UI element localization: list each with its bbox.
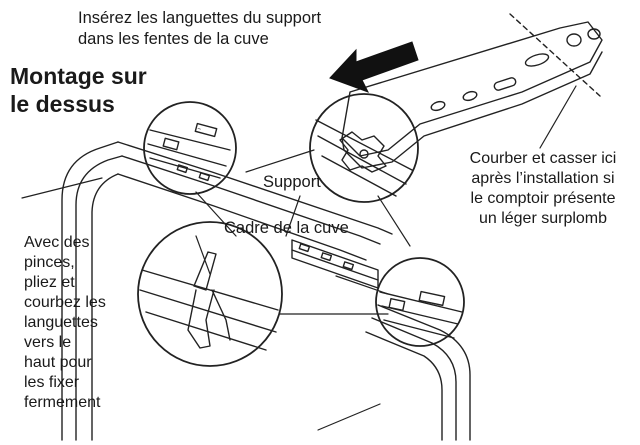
bracket-hole-1 — [430, 100, 446, 112]
zoom-circle-pliers — [137, 221, 283, 367]
instruction-line-1: Insérez les languettes du support — [78, 9, 322, 27]
note-break-here: Courber et casser ici après l’installatio… — [448, 149, 638, 229]
bracket-hole-2 — [462, 90, 478, 102]
note-left-line-3: pliez et — [24, 274, 75, 291]
note-left-line-5: languettes — [24, 314, 98, 331]
label-cadre: Cadre de la cuve — [224, 219, 349, 237]
zoom-circle-tag — [375, 257, 465, 347]
bracket-slot-2 — [524, 53, 550, 67]
instruction-text: Insérez les languettes du support dans le… — [78, 8, 408, 50]
note-left-line-2: pinces, — [24, 254, 75, 271]
note-pliers: Avec des pinces, pliez et courbez les langue… — [24, 233, 164, 413]
sink-rim-left — [61, 141, 119, 441]
bracket-slot — [493, 77, 517, 91]
pliers-tab — [193, 251, 217, 291]
insert-direction-arrow — [329, 41, 419, 93]
note-left-line-6: vers le — [24, 334, 72, 351]
leader-break — [539, 85, 577, 149]
zoom-circle-slot — [143, 101, 237, 195]
sink-rim-right-inner — [371, 317, 457, 441]
label-support: Support — [263, 173, 321, 191]
note-left-line-8: les fixer — [24, 374, 80, 391]
frame-rail-top — [117, 141, 393, 235]
note-right-line-4: un léger surplomb — [478, 210, 608, 227]
bracket-hole-3 — [566, 33, 582, 47]
note-right-line-2: après l’installation si — [471, 170, 615, 187]
sink-rim-right-inner2 — [365, 331, 443, 441]
connector-lines — [195, 149, 411, 315]
sink-rim-right — [377, 304, 471, 441]
title-line-2: le dessus — [10, 91, 115, 117]
leader-left — [21, 177, 103, 199]
support-clip-shape — [339, 131, 387, 173]
support-bracket-outline — [341, 21, 603, 157]
title-line-1: Montage sur — [10, 63, 147, 89]
note-left-line-9: fermement — [24, 394, 101, 411]
break-line — [509, 13, 601, 97]
note-left-line-4: courbez les — [24, 294, 106, 311]
instruction-line-2: dans les fentes de la cuve — [78, 30, 269, 48]
frame-rail-mid — [121, 155, 381, 245]
note-left-line-7: haut pour — [24, 354, 92, 371]
sink-rim-left-inner2 — [91, 173, 119, 441]
frame-rail-bottom — [117, 173, 367, 261]
note-left-line-1: Avec des — [24, 234, 90, 251]
bracket-hole-4 — [587, 28, 601, 40]
leader-bottom — [317, 403, 381, 431]
note-right-line-1: Courber et casser ici — [469, 150, 617, 167]
zoom-circle-support — [309, 93, 419, 203]
sink-rim-left-inner — [75, 155, 123, 441]
note-right-line-3: le comptoir présente — [470, 190, 616, 207]
